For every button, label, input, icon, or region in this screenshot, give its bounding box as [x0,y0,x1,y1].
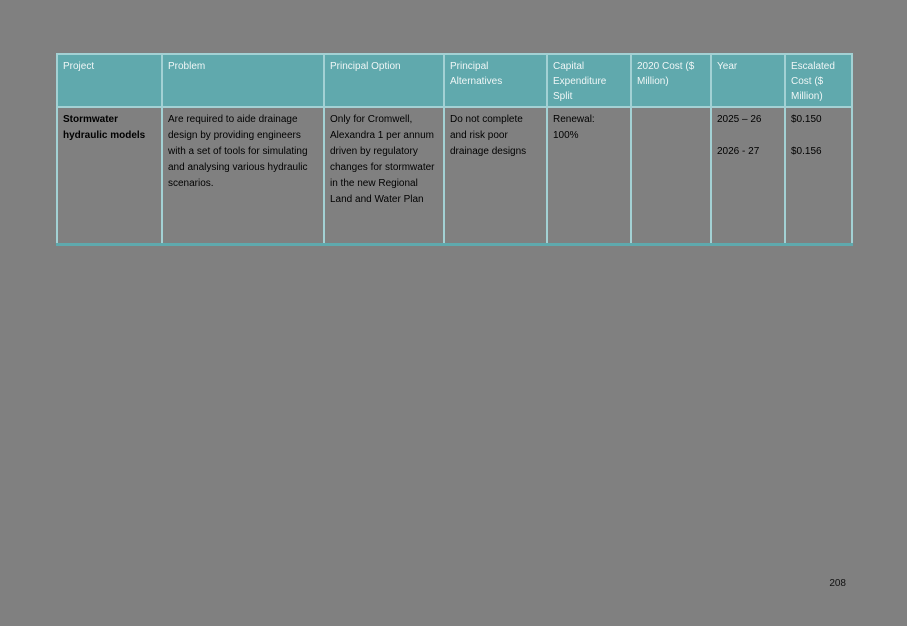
cell-2020-cost [630,106,712,246]
cell-year: 2025 – 26 2026 - 27 [710,106,786,246]
col-header-escalated-cost: Escalated Cost ($ Million) [784,53,853,108]
col-header-principal-alternatives: Principal Alternatives [443,53,548,108]
cell-principal-option: Only for Cromwell, Alexandra 1 per annum… [323,106,445,246]
table-row: Stormwater hydraulic models Are required… [56,106,853,246]
table-header-row: Project Problem Principal Option Princip… [56,53,853,108]
col-header-2020-cost: 2020 Cost ($ Million) [630,53,712,108]
col-header-capital-expenditure-split: Capital Expenditure Split [546,53,632,108]
cell-capital-expenditure-split: Renewal: 100% [546,106,632,246]
page-number: 208 [829,578,846,589]
cell-project: Stormwater hydraulic models [56,106,163,246]
col-header-problem: Problem [161,53,325,108]
cell-escalated-cost: $0.150 $0.156 [784,106,853,246]
col-header-project: Project [56,53,163,108]
cell-problem: Are required to aide drainage design by … [161,106,325,246]
col-header-year: Year [710,53,786,108]
project-capex-table: Project Problem Principal Option Princip… [56,53,853,246]
col-header-principal-option: Principal Option [323,53,445,108]
cell-principal-alternatives: Do not complete and risk poor drainage d… [443,106,548,246]
